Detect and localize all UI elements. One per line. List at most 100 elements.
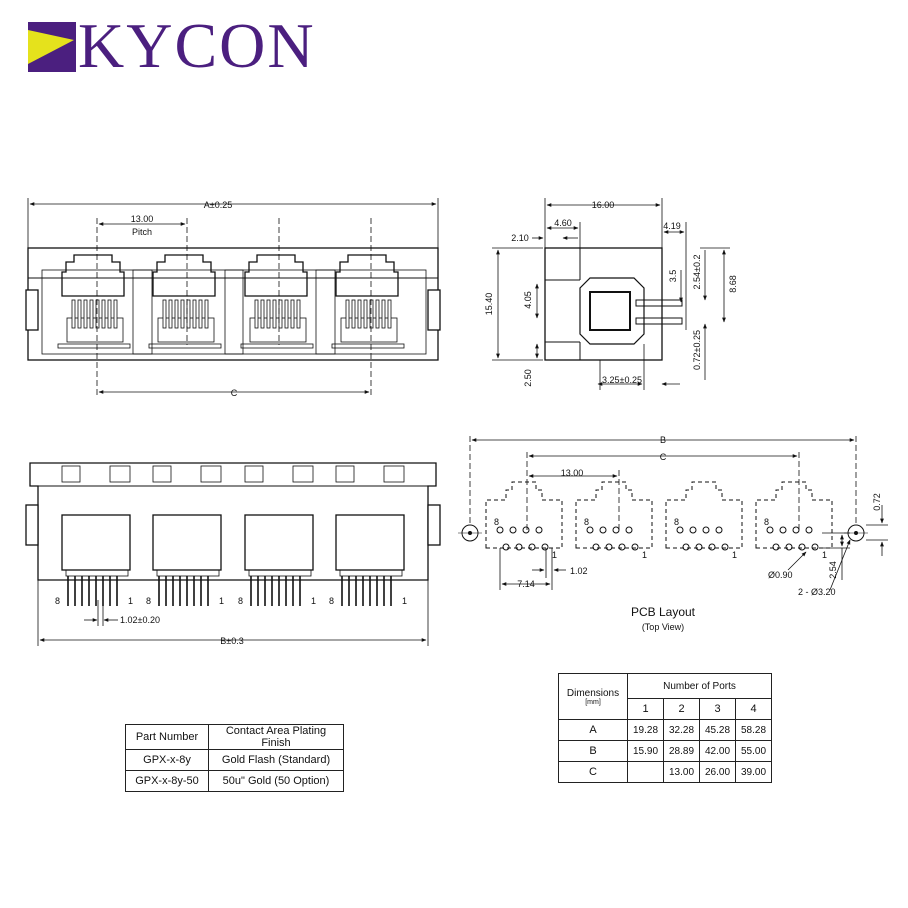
dim-325-label: 3.25±0.25 xyxy=(602,375,642,385)
rj45-port-bottom xyxy=(244,465,314,606)
dims-header-dimensions: Dimensions [mm] xyxy=(558,673,628,720)
dims-value-cell: 42.00 xyxy=(699,740,736,762)
pitch-value-label: 13.00 xyxy=(131,214,154,224)
dim-868-label: 8.68 xyxy=(728,275,738,293)
rj45-port-bottom xyxy=(61,465,131,606)
pin-8-label: 8 xyxy=(55,596,60,606)
port-count-cell: 1 xyxy=(627,698,664,720)
dim-210-label: 2.10 xyxy=(511,233,529,243)
pcb-dim-714-label: 7.14 xyxy=(517,579,535,589)
plating-table: Part Number Contact Area Plating Finish … xyxy=(125,724,344,792)
plating-finish-cell: 50u" Gold (50 Option) xyxy=(208,770,344,792)
plating-row: GPX-x-8y Gold Flash (Standard) xyxy=(125,749,344,771)
dims-header-unit: [mm] xyxy=(585,698,601,706)
pcb-dimensions xyxy=(469,436,888,591)
pin-pitch-label: 1.02±0.20 xyxy=(120,615,160,625)
pcb-footprint xyxy=(485,481,563,551)
dims-value-cell: 19.28 xyxy=(627,719,664,741)
pcb-pin-8-label: 8 xyxy=(584,517,589,527)
dim-250-label: 2.50 xyxy=(523,369,533,387)
rj45-port-bottom xyxy=(152,465,222,606)
bottom-view xyxy=(25,462,441,606)
port-count-cell: 3 xyxy=(699,698,736,720)
pcb-mount-label: 2 - Ø3.20 xyxy=(798,587,836,597)
pin-1-label: 1 xyxy=(311,596,316,606)
plating-row: GPX-x-8y-50 50u" Gold (50 Option) xyxy=(125,770,344,792)
dims-value-cell: 45.28 xyxy=(699,719,736,741)
plating-part-cell: GPX-x-8y-50 xyxy=(125,770,209,792)
dim-419-label: 4.19 xyxy=(663,221,681,231)
dims-row-name: C xyxy=(558,761,628,783)
port-count-cell: 2 xyxy=(663,698,700,720)
brand-name: KYCON xyxy=(78,10,316,81)
plating-header-finish: Contact Area Plating Finish xyxy=(208,724,344,750)
dim-405-label: 4.05 xyxy=(523,291,533,309)
front-view xyxy=(25,247,441,361)
pcb-pin-1-label: 1 xyxy=(552,550,557,560)
rj45-port-front xyxy=(132,254,244,355)
pcb-pin-1-label: 1 xyxy=(822,550,827,560)
rj45-port-front xyxy=(315,254,427,355)
plating-finish-cell: Gold Flash (Standard) xyxy=(208,749,344,771)
dims-value-cell: 39.00 xyxy=(735,761,772,783)
pcb-footprint xyxy=(755,481,833,551)
pin-8-label: 8 xyxy=(329,596,334,606)
pin-8-label: 8 xyxy=(146,596,151,606)
dims-row-name: B xyxy=(558,740,628,762)
pcb-pin-8-label: 8 xyxy=(764,517,769,527)
dim-a-label: A±0.25 xyxy=(204,200,232,210)
dims-header-ports: Number of Ports xyxy=(627,673,772,699)
side-view-dimensions xyxy=(492,198,730,390)
pcb-pin-8-label: 8 xyxy=(494,517,499,527)
dim-b-label: B±0.3 xyxy=(220,636,243,646)
dims-value-cell: 58.28 xyxy=(735,719,772,741)
dims-value-cell: 15.90 xyxy=(627,740,664,762)
plating-header-part: Part Number xyxy=(125,724,209,750)
dims-value-cell: 13.00 xyxy=(663,761,700,783)
pcb-title: PCB Layout xyxy=(631,605,696,619)
dims-value-cell: 32.28 xyxy=(663,719,700,741)
dim-16-label: 16.00 xyxy=(592,200,615,210)
pcb-pin-8-label: 8 xyxy=(674,517,679,527)
dim-35-label: 3.5 xyxy=(668,270,678,283)
dims-ports-row: 1 2 3 4 xyxy=(559,698,772,720)
pcb-footprint xyxy=(665,481,743,551)
dims-header-row: Dimensions [mm] Number of Ports xyxy=(558,673,772,720)
dims-row: C 13.00 26.00 39.00 xyxy=(558,761,772,783)
pin-1-label: 1 xyxy=(402,596,407,606)
dims-value-cell: 26.00 xyxy=(699,761,736,783)
dim-072-label: 0.72±0.25 xyxy=(692,330,702,370)
pcb-pitch-label: 13.00 xyxy=(561,468,584,478)
dim-460-label: 4.60 xyxy=(554,218,572,228)
pcb-hole-label: Ø0.90 xyxy=(768,570,793,580)
dim-254-label: 2.54±0.2 xyxy=(692,255,702,290)
dims-value-cell: 28.89 xyxy=(663,740,700,762)
dims-row: A 19.28 32.28 45.28 58.28 xyxy=(558,719,772,741)
dim-1540-label: 15.40 xyxy=(484,293,494,316)
pin-1-label: 1 xyxy=(128,596,133,606)
dim-c-label: C xyxy=(231,388,238,398)
kycon-logo-mark xyxy=(28,22,76,72)
pcb-pin-1-label: 1 xyxy=(642,550,647,560)
side-view xyxy=(544,247,683,361)
pcb-dim-c-label: C xyxy=(660,452,667,462)
dims-header-label: Dimensions xyxy=(566,687,620,699)
plating-header-row: Part Number Contact Area Plating Finish xyxy=(125,724,344,750)
rj45-port-bottom xyxy=(335,465,405,606)
pcb-dim-254-label: 2.54 xyxy=(828,561,838,579)
port-count-cell: 4 xyxy=(735,698,772,720)
pin-8-label: 8 xyxy=(238,596,243,606)
dimensions-table: Dimensions [mm] Number of Ports 1 2 3 4 … xyxy=(558,673,772,783)
pcb-pin-1-label: 1 xyxy=(732,550,737,560)
rj45-port-front xyxy=(224,254,336,355)
plating-part-cell: GPX-x-8y xyxy=(125,749,209,771)
front-view-dimensions xyxy=(27,198,439,396)
dims-row: B 15.90 28.89 42.00 55.00 xyxy=(558,740,772,762)
pin-1-label: 1 xyxy=(219,596,224,606)
pcb-dim-b-label: B xyxy=(660,435,666,445)
pcb-footprint xyxy=(575,481,653,551)
dims-value-cell: 55.00 xyxy=(735,740,772,762)
pcb-layout xyxy=(458,481,868,551)
pcb-dim-072-label: 0.72 xyxy=(872,493,882,511)
